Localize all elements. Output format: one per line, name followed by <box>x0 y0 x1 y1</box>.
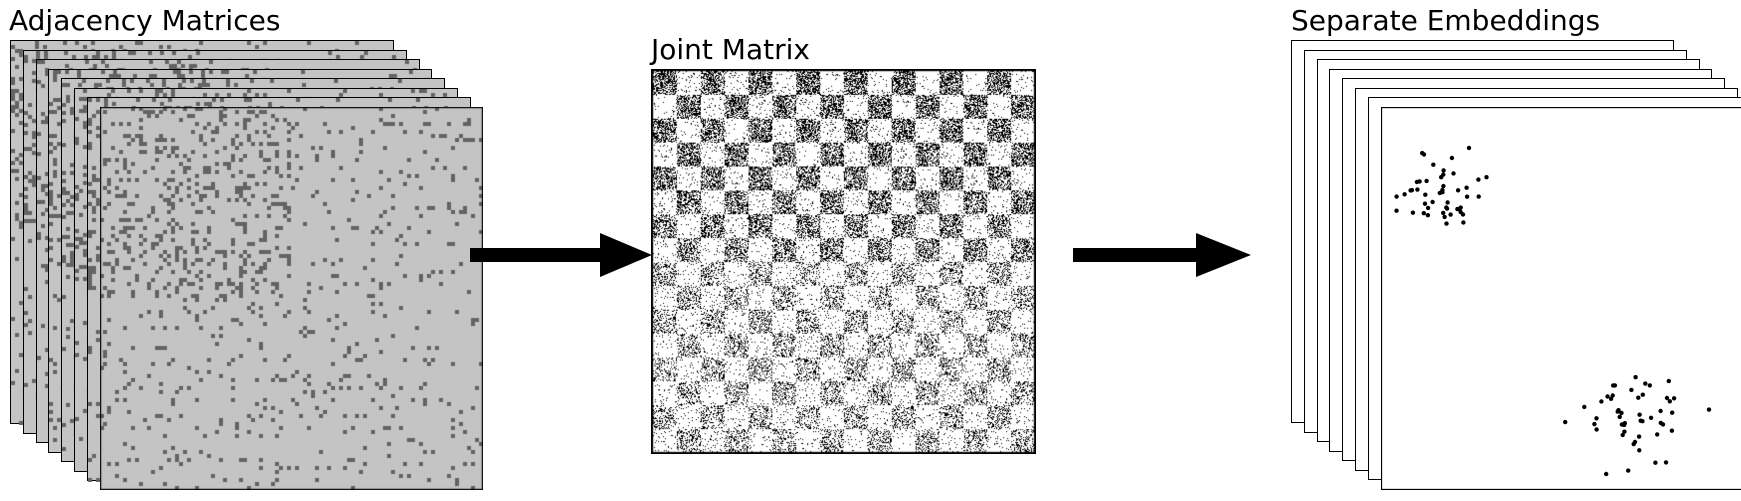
joint-matrix-title: Joint Matrix <box>651 33 810 66</box>
embedding-point <box>1445 200 1450 205</box>
embedding-point <box>1653 460 1658 465</box>
embedding-point <box>1461 220 1466 225</box>
embedding-point <box>1441 183 1446 189</box>
embedding-point <box>1415 187 1420 192</box>
embedding-point <box>1670 410 1675 415</box>
embedding-point <box>1594 416 1599 421</box>
embedding-scatter-plot <box>1381 107 1741 490</box>
embedding-point <box>1409 188 1415 193</box>
embedding-point <box>1466 145 1472 151</box>
embedding-point <box>1425 205 1431 211</box>
embedding-point <box>1563 419 1568 425</box>
adjacency-matrices-title: Adjacency Matrices <box>9 4 281 37</box>
embedding-point <box>1664 395 1670 401</box>
embedding-point <box>1437 190 1442 196</box>
embedding-point <box>1423 192 1428 197</box>
embedding-point <box>1636 395 1641 400</box>
embedding-point <box>1667 399 1672 404</box>
embedding-point <box>1632 439 1638 445</box>
embedding-point <box>1640 419 1645 424</box>
embedding-point <box>1582 404 1587 410</box>
embedding-point <box>1605 394 1610 399</box>
embedding-point <box>1648 415 1654 420</box>
arrow-right-icon <box>1073 233 1251 277</box>
embedding-point <box>1421 211 1426 216</box>
embedding-point <box>1394 208 1399 213</box>
embedding-point <box>1706 407 1712 412</box>
embedding-point <box>1622 422 1627 428</box>
embedding-point <box>1449 155 1455 161</box>
embedding-point <box>1637 448 1642 453</box>
embedding-point <box>1643 381 1648 386</box>
embedding-point <box>1616 408 1621 413</box>
embedding-point <box>1604 471 1609 477</box>
embedding-point <box>1660 422 1666 427</box>
embedding-point <box>1620 432 1625 438</box>
embedding-point <box>1637 412 1642 417</box>
embedding-point <box>1658 408 1663 414</box>
embedding-point <box>1424 178 1429 184</box>
adjacency-matrix-front <box>100 107 483 490</box>
embedding-point <box>1444 206 1450 211</box>
embedding-point <box>1619 410 1624 416</box>
embedding-point <box>1458 209 1463 215</box>
embedding-point <box>1455 206 1460 212</box>
embedding-card-front <box>1381 107 1741 490</box>
embedding-point <box>1451 171 1456 176</box>
separate-embeddings-title: Separate Embeddings <box>1291 4 1601 37</box>
embedding-point <box>1599 399 1604 404</box>
embedding-point <box>1464 194 1470 199</box>
embedding-point <box>1633 375 1638 380</box>
embedding-point <box>1592 421 1597 427</box>
embedding-point <box>1417 179 1422 184</box>
arrow-right-icon <box>470 233 652 277</box>
embedding-point <box>1422 201 1428 206</box>
embedding-point <box>1425 213 1431 218</box>
embedding-point <box>1444 221 1449 226</box>
embedding-point <box>1612 383 1618 388</box>
joint-matrix-heatmap <box>651 69 1036 454</box>
embedding-point <box>1441 210 1446 216</box>
embedding-point <box>1663 460 1669 465</box>
embedding-point <box>1402 192 1407 197</box>
embedding-point <box>1420 150 1425 156</box>
embedding-point <box>1626 468 1631 473</box>
embedding-point <box>1629 387 1634 393</box>
embedding-point <box>1441 168 1446 173</box>
embedding-point <box>1448 212 1453 217</box>
embedding-point <box>1655 432 1660 437</box>
embedding-point <box>1440 187 1445 193</box>
embedding-point <box>1669 428 1675 433</box>
embedding-point <box>1622 429 1627 434</box>
embedding-point <box>1394 194 1399 199</box>
embedding-point <box>1608 396 1614 401</box>
embedding-point <box>1476 194 1481 199</box>
embedding-point <box>1647 383 1652 388</box>
embedding-point <box>1439 175 1444 180</box>
embedding-point <box>1430 199 1435 205</box>
embedding-point <box>1410 210 1416 215</box>
embedding-point <box>1636 434 1642 439</box>
embedding-point <box>1458 205 1463 210</box>
embedding-point <box>1640 392 1645 397</box>
embedding-point <box>1484 175 1489 180</box>
embedding-point <box>1476 177 1481 182</box>
embedding-point <box>1666 378 1671 384</box>
embedding-point <box>1442 214 1447 220</box>
embedding-point <box>1594 427 1599 432</box>
embedding-point <box>1610 393 1615 398</box>
embedding-point <box>1455 188 1461 193</box>
embedding-point <box>1431 162 1436 167</box>
embedding-point <box>1617 414 1622 420</box>
embedding-point <box>1464 185 1469 190</box>
embedding-point <box>1671 396 1677 401</box>
